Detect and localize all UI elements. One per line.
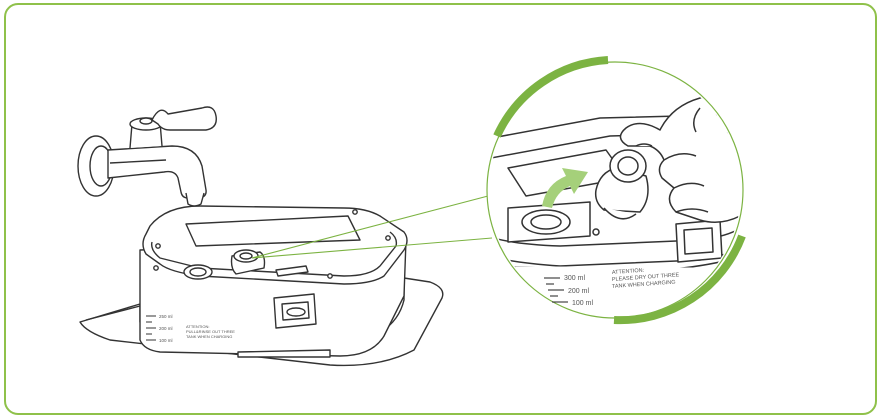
zoom-scale-label-3: 100 ml (572, 300, 593, 307)
tank-note-line-3: TANK WHEN CHARGING (186, 334, 232, 339)
tank-scale-label-2: 200 ml (159, 326, 173, 331)
zoom-scale-label-1: 300 ml (564, 275, 585, 282)
tank-scale-label-1: 250 ml (159, 314, 173, 319)
tank-scale-label-3: 100 ml (159, 338, 173, 343)
water-tap-icon (78, 107, 216, 206)
water-tank-icon (80, 206, 443, 365)
zoom-scale-label-2: 200 ml (568, 288, 589, 295)
